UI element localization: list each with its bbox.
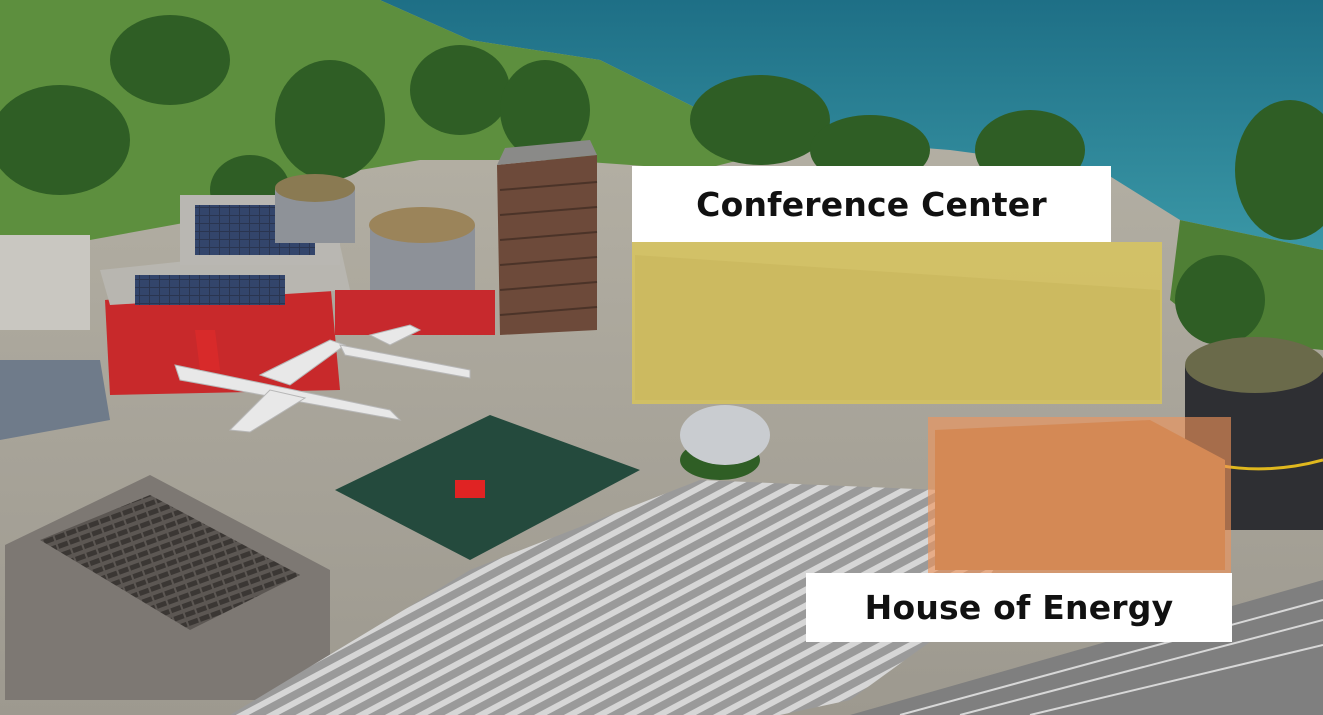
house-of-energy-highlight: [928, 417, 1231, 573]
hall-roof-stripes: [230, 480, 1000, 715]
solar-panels: [135, 275, 285, 305]
house-of-energy-label: House of Energy: [806, 573, 1232, 642]
tower-roof: [497, 140, 597, 165]
planetarium-roof: [369, 207, 475, 243]
conference-center-label-text: Conference Center: [696, 184, 1047, 224]
office-tower: [497, 155, 597, 335]
conference-center-highlight: [632, 242, 1162, 404]
black-cylinder-roof: [1185, 337, 1323, 393]
tunnel-segment: [680, 405, 770, 465]
cylinder-roof: [275, 174, 355, 202]
workshop-roof-panels: [40, 495, 300, 630]
reflecting-pool: [335, 415, 640, 560]
rail-lines: [899, 599, 1323, 715]
airplanes: [174, 324, 471, 433]
left-building: [0, 235, 90, 330]
house-of-energy-label-text: House of Energy: [864, 588, 1174, 627]
swiss-tail: [195, 330, 220, 370]
glass-pavilion: [0, 360, 110, 440]
swiss-flag-float: [455, 480, 485, 498]
tower-windows: [499, 181, 598, 316]
tree-clusters: [0, 15, 1323, 480]
conference-center-label: Conference Center: [632, 166, 1111, 242]
